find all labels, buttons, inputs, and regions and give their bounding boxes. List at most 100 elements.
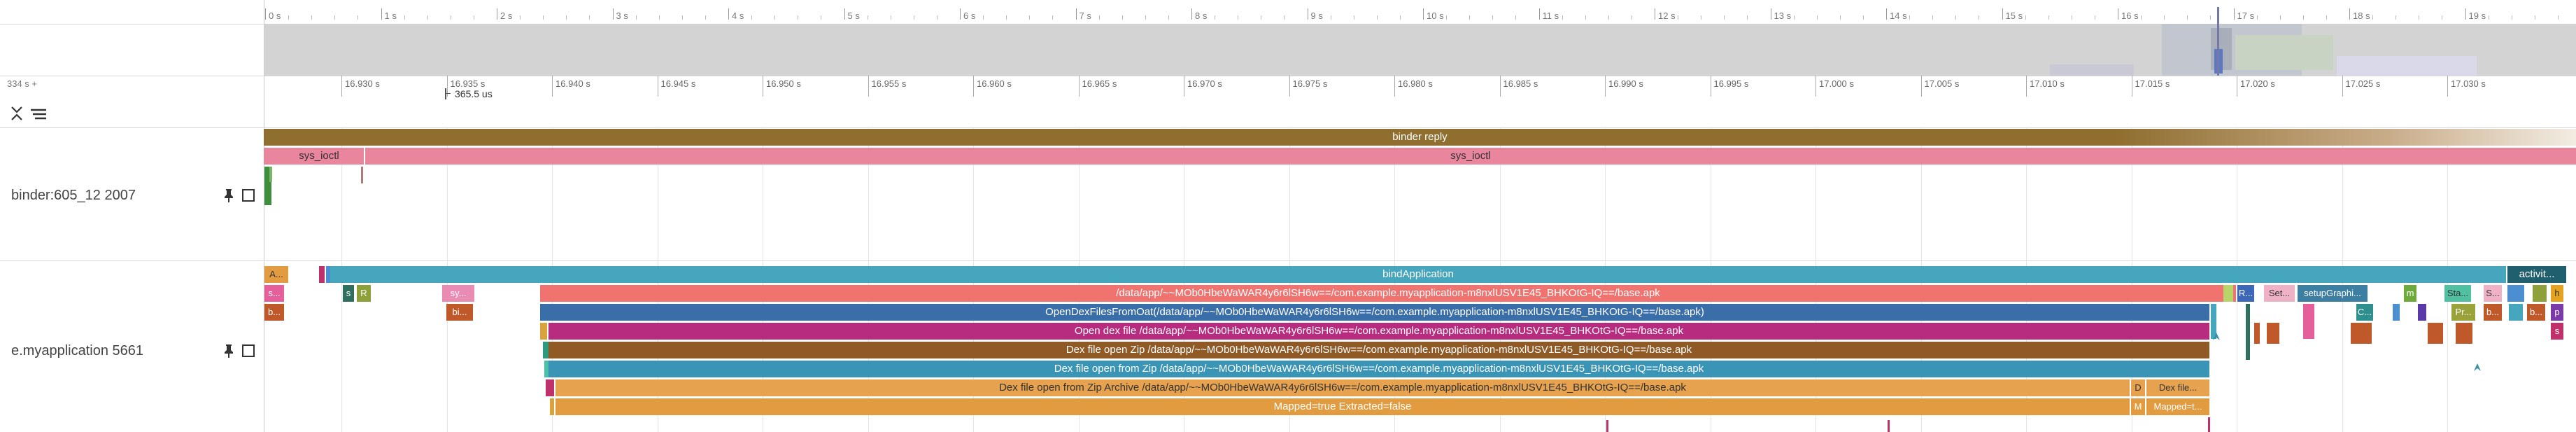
r-short-slice[interactable]: R... xyxy=(2237,285,2254,302)
sy-slice[interactable]: sy... xyxy=(442,285,474,302)
overview-minor-tick xyxy=(681,15,683,20)
detail-tick-label: 16.965 s xyxy=(1082,78,1117,89)
flow-arrow-icon[interactable] xyxy=(2211,332,2221,345)
mapped-short-slice[interactable]: Mapped=t... xyxy=(2146,398,2209,415)
collapse-all-icon[interactable] xyxy=(10,105,24,125)
binder-reply-slice[interactable]: binder reply xyxy=(264,129,2576,146)
m-short-slice[interactable]: M xyxy=(2131,398,2145,415)
overview-minor-tick xyxy=(404,15,405,20)
setup-graphics-slice[interactable]: setupGraphi... xyxy=(2298,285,2368,302)
select-checkbox[interactable] xyxy=(242,344,255,357)
small-slice[interactable] xyxy=(2246,304,2250,360)
pin-icon[interactable] xyxy=(222,343,235,362)
bi-slice[interactable]: bi... xyxy=(446,304,473,321)
small-slice[interactable] xyxy=(540,323,547,340)
detail-tick-label: 16.970 s xyxy=(1187,78,1222,89)
s-slice[interactable]: s xyxy=(343,285,354,302)
overview-minor-tick xyxy=(2164,15,2165,20)
s-short-slice[interactable]: S... xyxy=(2484,285,2502,302)
set-short-slice[interactable]: Set... xyxy=(2264,285,2295,302)
binder-small-slice[interactable] xyxy=(269,167,272,182)
small-slice[interactable] xyxy=(2254,323,2260,344)
small-slice[interactable] xyxy=(543,342,549,358)
small-slice[interactable] xyxy=(2267,323,2279,344)
small-slice[interactable] xyxy=(546,379,554,396)
small-slice[interactable] xyxy=(2533,285,2547,302)
sta-slice[interactable]: Sta... xyxy=(2444,285,2471,302)
detail-tick-label: 16.960 s xyxy=(977,78,1012,89)
small-slice[interactable] xyxy=(326,266,330,283)
detail-tick-label: 16.985 s xyxy=(1503,78,1538,89)
small-slice[interactable] xyxy=(2456,323,2472,344)
left-s-slice[interactable]: s... xyxy=(264,285,284,302)
cursor-marker-bar xyxy=(445,93,451,94)
pr-slice[interactable]: Pr... xyxy=(2451,304,2475,321)
s-single-slice[interactable]: s xyxy=(2551,323,2563,340)
small-slice[interactable] xyxy=(2418,304,2426,321)
small-slice[interactable] xyxy=(2223,285,2233,302)
binder-small-slice[interactable] xyxy=(264,148,274,165)
overview-tick-line xyxy=(2233,8,2235,20)
dex-file-open-from-zip-archive-slice[interactable]: Dex file open from Zip Archive /data/app… xyxy=(555,379,2130,396)
overview-minor-tick xyxy=(2302,15,2304,20)
overview-minor-tick xyxy=(1399,15,1401,20)
sys-ioctl-slice[interactable]: sys_ioctl xyxy=(365,148,2576,165)
bind-application-slice[interactable]: bindApplication xyxy=(330,266,2506,283)
left-b-slice[interactable]: b... xyxy=(264,304,284,321)
cursor-marker xyxy=(445,88,446,99)
detail-tick-label: 16.990 s xyxy=(1608,78,1643,89)
small-slice[interactable] xyxy=(1888,420,1890,432)
overview-minor-tick xyxy=(1608,15,1609,20)
small-slice[interactable] xyxy=(2507,285,2524,302)
mapped-slice[interactable]: Mapped=true Extracted=false xyxy=(555,398,2130,415)
flow-arrow-icon[interactable] xyxy=(2472,363,2482,376)
h-slice[interactable]: h xyxy=(2551,285,2563,302)
binder-small-slice[interactable] xyxy=(264,167,271,205)
d-short-slice[interactable]: D xyxy=(2131,379,2145,396)
overview-minor-tick xyxy=(334,15,336,20)
small-slice[interactable] xyxy=(2509,304,2523,321)
m-slice[interactable]: m xyxy=(2404,285,2416,302)
small-slice[interactable] xyxy=(2208,417,2210,432)
dex-file-short-slice[interactable]: Dex file... xyxy=(2146,379,2209,396)
small-slice[interactable] xyxy=(319,266,325,283)
open-dex-file-slice[interactable]: Open dex file /data/app/~~MOb0HbeWaWAR4y… xyxy=(549,323,2209,340)
pin-icon[interactable] xyxy=(222,188,235,207)
small-slice[interactable] xyxy=(550,398,554,415)
small-slice[interactable] xyxy=(2211,304,2216,339)
overview-ruler[interactable] xyxy=(264,0,2576,24)
b-short-slice[interactable]: b... xyxy=(2527,304,2545,321)
open-dex-files-slice[interactable]: OpenDexFilesFromOat(/data/app/~~MOb0HbeW… xyxy=(540,304,2209,321)
overview-tick-line xyxy=(844,8,845,20)
overview-tick-line xyxy=(1191,8,1192,20)
dex-file-open-from-zip-slice[interactable]: Dex file open from Zip /data/app/~~MOb0H… xyxy=(549,361,2209,377)
small-slice[interactable] xyxy=(1606,420,1608,432)
detail-tick-line xyxy=(1920,76,1922,97)
left-a-slice[interactable]: A... xyxy=(264,266,288,283)
base-apk-slice[interactable]: /data/app/~~MOb0HbeWaWAR4y6r6lSH6w==/com… xyxy=(540,285,2236,302)
detail-tick-label: 16.980 s xyxy=(1398,78,1433,89)
detail-tick-label: 17.030 s xyxy=(2451,78,2486,89)
overview-tick-line xyxy=(960,8,961,20)
overview-minor-tick xyxy=(566,15,567,20)
dex-file-open-zip-slice[interactable]: Dex file open Zip /data/app/~~MOb0HbeWaW… xyxy=(549,342,2209,358)
sort-lines-icon[interactable] xyxy=(29,107,48,125)
select-checkbox[interactable] xyxy=(242,189,255,202)
overview-minor-tick xyxy=(1284,15,1285,20)
p-slice[interactable]: p xyxy=(2551,304,2563,321)
small-slice[interactable] xyxy=(2351,323,2372,344)
minimap-activity xyxy=(2050,64,2134,76)
small-slice[interactable] xyxy=(2303,304,2314,339)
b-short-slice[interactable]: b... xyxy=(2484,304,2502,321)
activity-slice[interactable]: activit... xyxy=(2507,266,2566,283)
binder-small-slice[interactable] xyxy=(361,167,363,183)
c-slice[interactable]: C... xyxy=(2356,304,2373,321)
small-slice[interactable] xyxy=(544,361,549,377)
small-slice[interactable] xyxy=(2393,304,2400,321)
overview-minor-tick xyxy=(1145,15,1146,20)
overview-minor-tick xyxy=(1747,15,1748,20)
r-slice[interactable]: R xyxy=(357,285,371,302)
sys-ioctl-slice[interactable]: sys_ioctl xyxy=(274,148,364,165)
overview-tick-label: 6 s xyxy=(963,11,976,21)
small-slice[interactable] xyxy=(2428,323,2443,344)
